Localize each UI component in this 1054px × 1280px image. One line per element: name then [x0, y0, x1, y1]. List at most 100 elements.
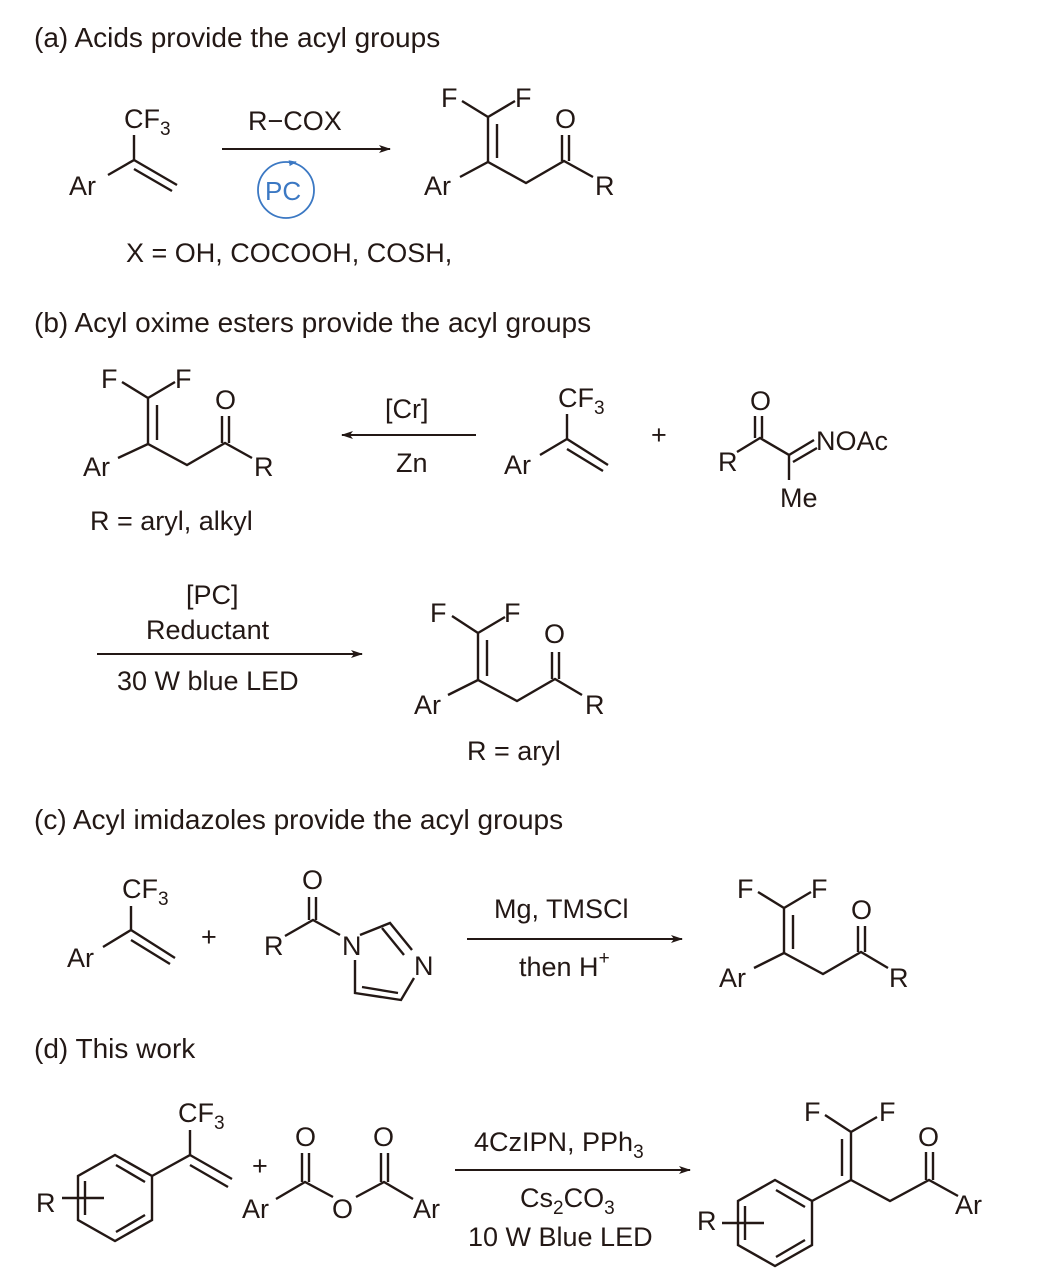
- n-label: N: [414, 951, 434, 981]
- panel-b-title: (b) Acyl oxime esters provide the acyl g…: [34, 307, 591, 338]
- double-bond: [788, 438, 818, 464]
- cycle-arrow-icon: [288, 160, 297, 167]
- r-label: R: [36, 1188, 56, 1218]
- acyl-imidazole: O R N N: [264, 865, 434, 1002]
- carbonyl-bond: [300, 1153, 311, 1182]
- r-label: R: [595, 171, 615, 201]
- panel-b-product-2: F F O Ar R R = aryl: [414, 598, 605, 766]
- carbonyl-bond: [560, 135, 571, 161]
- f-label: F: [441, 83, 458, 113]
- condition-above: [Cr]: [385, 394, 429, 424]
- condition-catalyst: [PC]: [186, 580, 239, 610]
- ar-label: Ar: [242, 1194, 269, 1224]
- imidazole-ring: [353, 960, 416, 1002]
- o-label: O: [302, 865, 323, 895]
- condition-catalyst: 4CzIPN, PPh3: [474, 1127, 644, 1163]
- r-label: R: [718, 447, 738, 477]
- cf3-label: CF3: [178, 1098, 225, 1134]
- carbonyl-bond: [220, 416, 231, 443]
- f-label: F: [175, 364, 192, 394]
- bond: [107, 135, 136, 177]
- condition-below: then H+: [519, 948, 610, 982]
- double-bond: [133, 158, 178, 193]
- bond: [102, 906, 133, 949]
- r-label: R: [254, 452, 274, 482]
- condition-reductant: Reductant: [146, 615, 270, 645]
- ar-label: Ar: [413, 1194, 440, 1224]
- carbonyl-bond: [550, 652, 561, 679]
- r-label: R: [889, 963, 909, 993]
- cf3-label: CF3: [124, 104, 171, 140]
- reagent-label: R−COX: [248, 106, 342, 136]
- bond: [736, 436, 791, 480]
- bond: [355, 1180, 414, 1201]
- plus-sign: +: [252, 1151, 268, 1181]
- panel-c-title: (c) Acyl imidazoles provide the acyl gro…: [34, 804, 563, 835]
- cf3-label: CF3: [122, 874, 169, 910]
- noac-label: NOAc: [816, 426, 888, 456]
- bond: [151, 1130, 192, 1178]
- ar-label: Ar: [719, 963, 746, 993]
- ar-label: Ar: [424, 171, 451, 201]
- imidazole-ring: [359, 921, 413, 956]
- o-label: O: [215, 385, 236, 415]
- bond: [824, 1113, 878, 1180]
- o-label: O: [544, 619, 565, 649]
- f-label: F: [811, 874, 828, 904]
- double-bond: [189, 1153, 233, 1189]
- f-label: F: [804, 1097, 821, 1127]
- o-label: O: [555, 104, 576, 134]
- r-label: R: [264, 931, 284, 961]
- o-bridge-label: O: [332, 1194, 353, 1224]
- carbonyl-bond: [307, 897, 318, 920]
- f-label: F: [101, 364, 118, 394]
- ar-label: Ar: [504, 450, 531, 480]
- ar-label: Ar: [414, 690, 441, 720]
- plus-sign: +: [201, 922, 217, 952]
- panel-b: (b) Acyl oxime esters provide the acyl g…: [34, 307, 888, 766]
- panel-b-substrate: CF3 Ar: [504, 383, 609, 480]
- photocatalyst-badge: PC: [257, 160, 315, 219]
- oxime-ester: O R NOAc Me: [718, 386, 888, 513]
- panel-c-product: F F O Ar R: [719, 874, 909, 993]
- condition-above: Mg, TMSCl: [494, 894, 629, 924]
- pc-label: PC: [265, 176, 301, 206]
- panel-c-substrate: CF3 Ar: [67, 874, 176, 973]
- bond: [121, 380, 176, 444]
- bond: [447, 677, 583, 703]
- n-label: N: [342, 931, 362, 961]
- panel-d-substrate: CF3 R: [36, 1098, 233, 1243]
- condition-below: Zn: [396, 448, 428, 478]
- product-note: R = aryl: [467, 736, 561, 766]
- ar-label: Ar: [67, 943, 94, 973]
- benzene-ring: [736, 1178, 814, 1268]
- bond: [753, 950, 889, 976]
- panel-b-product: F F O Ar R R = aryl, alkyl: [83, 364, 274, 536]
- o-label: O: [750, 386, 771, 416]
- cf3-label: CF3: [558, 383, 605, 419]
- bond: [811, 1178, 852, 1203]
- o-label: O: [295, 1122, 316, 1152]
- bond: [275, 1180, 334, 1201]
- bond: [459, 159, 594, 185]
- panel-d-product: F F O Ar R: [697, 1097, 982, 1268]
- bond: [850, 1178, 959, 1203]
- panel-c: (c) Acyl imidazoles provide the acyl gro…: [34, 804, 909, 1002]
- f-label: F: [430, 598, 447, 628]
- condition-light: 30 W blue LED: [117, 666, 299, 696]
- carbonyl-bond: [924, 1152, 935, 1180]
- f-label: F: [879, 1097, 896, 1127]
- plus-sign: +: [651, 420, 667, 450]
- o-label: O: [373, 1122, 394, 1152]
- o-label: O: [918, 1122, 939, 1152]
- panel-d: (d) This work CF3 R + O O O Ar Ar 4CzIPN…: [34, 1033, 982, 1268]
- bond: [451, 614, 506, 680]
- panel-d-title: (d) This work: [34, 1033, 196, 1064]
- o-label: O: [851, 895, 872, 925]
- double-bond: [566, 437, 609, 473]
- carbonyl-bond: [856, 926, 867, 952]
- me-label: Me: [780, 483, 818, 513]
- cycle-circle-icon: [257, 161, 315, 219]
- r-label: R: [585, 690, 605, 720]
